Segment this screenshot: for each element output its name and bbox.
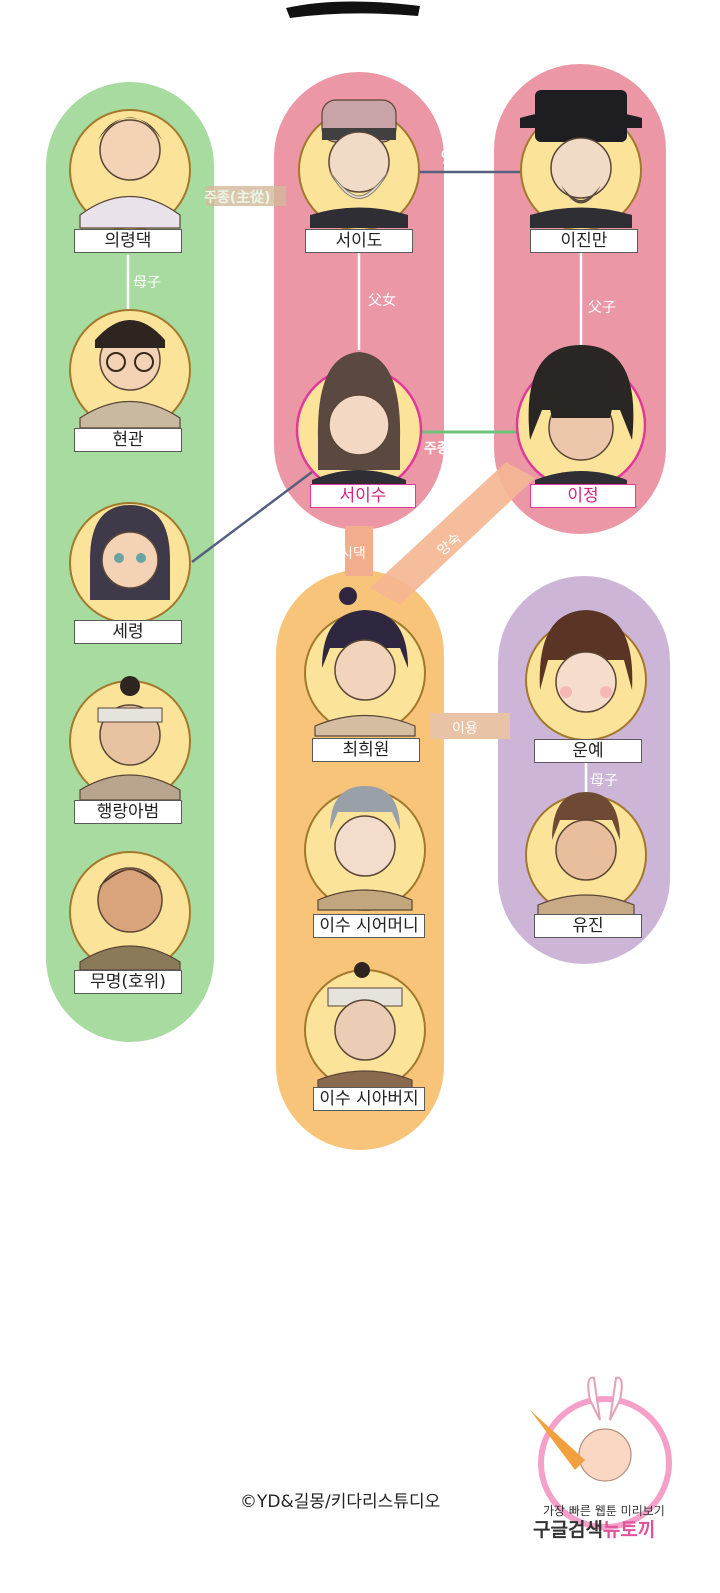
name-label-yujin: 유진: [534, 914, 642, 938]
portrait-isu-mother-in-law: [304, 786, 426, 911]
watermark-tagline: 가장 빠른 웹툰 미리보기: [543, 1504, 665, 1518]
name-label-haengrangabeom: 행랑아범: [74, 800, 182, 824]
portrait-seoido: [298, 99, 420, 231]
portrait-ijinman: [520, 90, 642, 231]
name-label-unye: 운예: [534, 739, 642, 763]
portrait-yujin: [525, 792, 647, 916]
copyright-credit: ©YD&길몽/키다리스튜디오: [240, 1492, 441, 1512]
relation-in-laws: 시댁: [340, 546, 366, 562]
relation-use: 이용: [452, 721, 478, 737]
name-label-isu-mother-in-law: 이수 시어머니: [313, 914, 425, 938]
relation-old-friends-top: 옛동기: [441, 150, 480, 166]
portrait-seryeong: [69, 502, 191, 624]
relation-father-son: 父子: [588, 300, 616, 316]
name-label-seoido: 서이도: [305, 229, 413, 253]
relation-master-servant-mid: 주종(主從): [424, 441, 491, 457]
watermark-mascot: [530, 1376, 672, 1530]
relation-mother-son-right: 母子: [590, 773, 618, 789]
name-label-seoisu: 서이수: [310, 484, 416, 508]
watermark-site-name: 뉴토끼: [602, 1519, 656, 1541]
relation-mother-son-left: 母子: [133, 275, 161, 291]
portrait-choehuiwon: [304, 587, 426, 737]
watermark-search: 구글검색뉴토끼: [533, 1515, 655, 1542]
name-label-choehuiwon: 최희원: [312, 738, 420, 762]
portrait-unye: [525, 610, 647, 741]
portrait-seoisu: [295, 352, 423, 494]
name-label-isu-father-in-law: 이수 시아버지: [313, 1087, 425, 1111]
name-label-hyeongwan: 현관: [74, 428, 182, 452]
name-label-uiryeongdaek: 의령댁: [74, 229, 182, 253]
relation-master-servant-top: 주종(主從): [204, 190, 271, 206]
portrait-haengrangabeom: [69, 676, 191, 802]
portrait-mumyeong: [69, 851, 191, 973]
portrait-hyeongwan: [69, 309, 191, 431]
portrait-isu-father-in-law: [304, 962, 426, 1091]
connector-in-laws: [345, 526, 373, 576]
watermark-search-text: 구글검색: [533, 1519, 603, 1541]
connector-rivalry: [370, 462, 535, 605]
connector-old-friends-diag: [191, 471, 313, 563]
relation-father-daughter: 父女: [368, 293, 396, 309]
name-label-ijinman: 이진만: [530, 229, 638, 253]
connector-master-servant-top: [206, 186, 286, 206]
connector-use: [430, 713, 510, 739]
name-label-mumyeong: 무명(호위): [74, 970, 182, 994]
name-label-seryeong: 세령: [74, 620, 182, 644]
portrait-uiryeongdaek: [69, 109, 191, 231]
name-label-ijeong: 이정: [530, 484, 636, 508]
top-brush-mark: [286, 1, 420, 19]
